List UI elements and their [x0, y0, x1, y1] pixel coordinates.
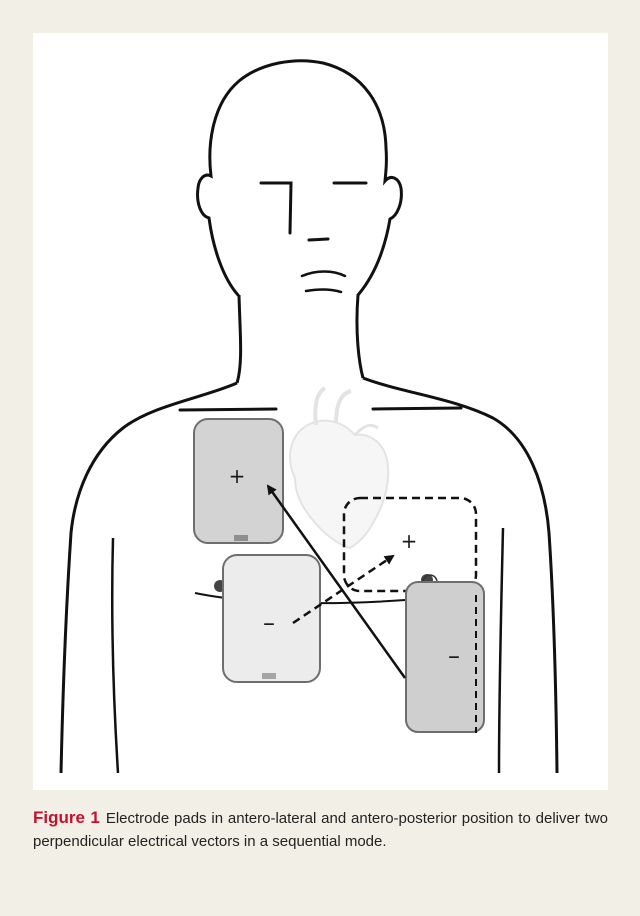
neck-left — [237, 295, 241, 383]
caption-text: Electrode pads in antero-lateral and ant… — [33, 810, 608, 850]
heart-illustration — [290, 388, 388, 548]
pad-posterior-positive-symbol: + — [401, 529, 418, 553]
inner-arm-left — [112, 538, 118, 773]
caption-label: Figure 1 — [33, 808, 100, 827]
face-features — [261, 183, 366, 292]
collarbone-left — [180, 409, 276, 410]
head-outline — [198, 61, 402, 295]
figure-panel: + + – – — [33, 33, 608, 790]
pad-anterolateral-negative-symbol: – — [448, 642, 460, 670]
figure-illustration: + + – – — [33, 33, 608, 790]
pad-tab — [234, 535, 248, 541]
pad-tab — [262, 673, 276, 679]
pad-anterolateral-positive-symbol: + — [229, 464, 246, 488]
collarbone-right — [373, 408, 461, 409]
neck-right — [357, 295, 363, 378]
pad-anteroposterior-negative-symbol: – — [263, 609, 275, 637]
inner-arm-right — [499, 528, 503, 773]
pad-anterolateral-negative — [406, 582, 484, 732]
